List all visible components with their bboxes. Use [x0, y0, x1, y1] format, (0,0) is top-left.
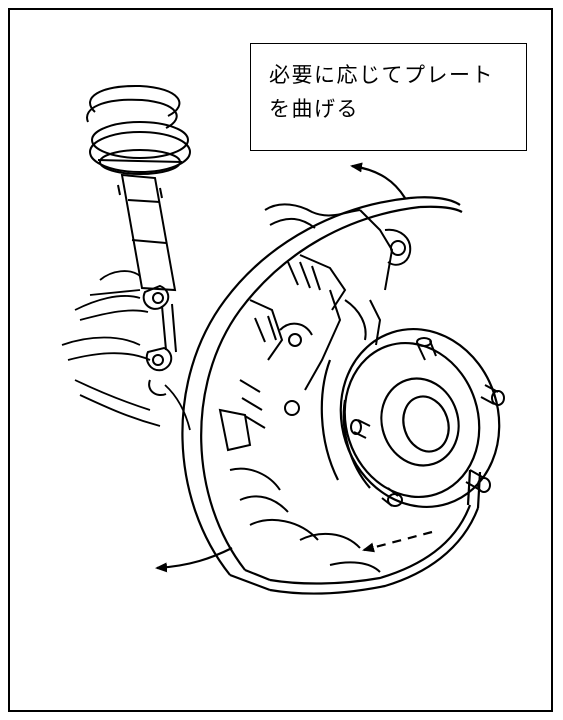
wheel-hub: [320, 327, 501, 509]
wheel-studs: [350, 337, 505, 507]
stabilizer-link: [142, 284, 177, 396]
dust-cover-plate: [181, 196, 482, 595]
arrow-curved-up-left-icon: [350, 162, 406, 199]
callout-line-1: 必要に応じてプレート: [269, 63, 494, 87]
steering-knuckle: [218, 203, 412, 573]
coil-spring: [86, 84, 191, 175]
shock-absorber: [117, 173, 177, 292]
callout-line-2: を曲げる: [269, 97, 359, 121]
arrow-dashed-left-icon: [362, 530, 433, 553]
instruction-callout: 必要に応じてプレート を曲げる: [250, 43, 527, 151]
lower-arm: [61, 270, 191, 431]
arrow-curved-left-icon: [155, 547, 233, 573]
